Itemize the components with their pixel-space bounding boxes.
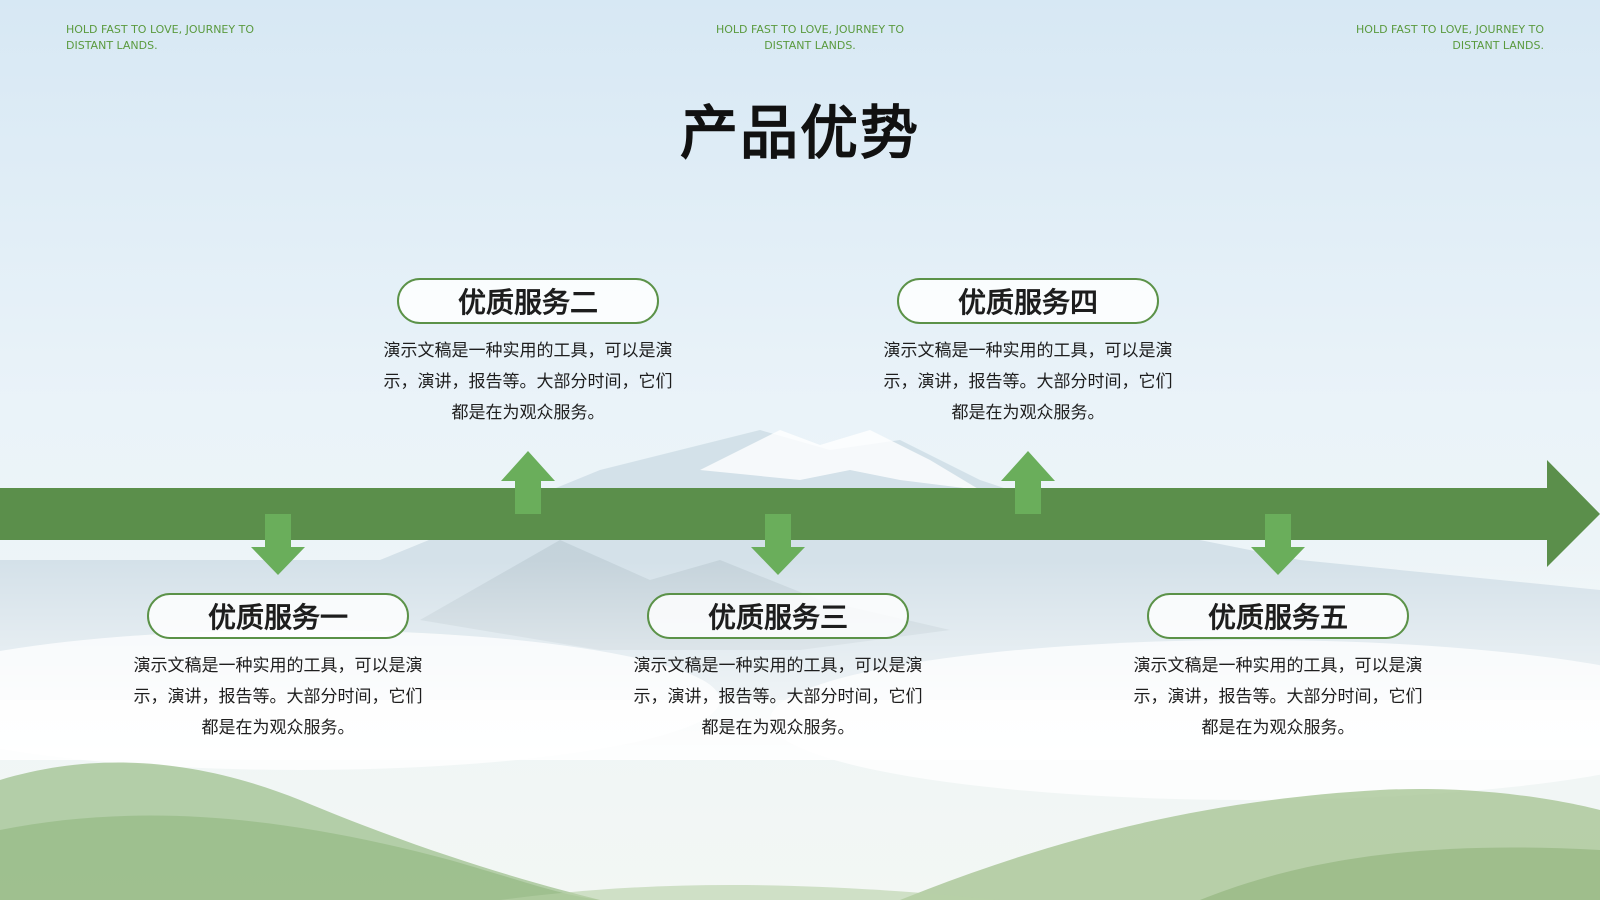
- service-desc-5: 演示文稿是一种实用的工具，可以是演示，演讲，报告等。大部分时间，它们都是在为观众…: [1133, 656, 1423, 738]
- connector-arrow-4: [1001, 451, 1055, 514]
- service-card-3: 优质服务三 演示文稿是一种实用的工具，可以是演示，演讲，报告等。大部分时间，它们…: [628, 593, 928, 744]
- connector-arrow-2: [501, 451, 555, 514]
- main-timeline-arrow: [0, 460, 1600, 567]
- connector-arrow-1: [251, 514, 305, 575]
- service-card-2: 优质服务二 演示文稿是一种实用的工具，可以是演示，演讲，报告等。大部分时间，它们…: [378, 278, 678, 429]
- connector-arrow-3: [751, 514, 805, 575]
- page-title: 产品优势: [679, 99, 920, 167]
- connector-arrow-5: [1251, 514, 1305, 575]
- service-desc-4: 演示文稿是一种实用的工具，可以是演示，演讲，报告等。大部分时间，它们都是在为观众…: [883, 341, 1173, 423]
- service-title-4: 优质服务四: [897, 278, 1159, 324]
- tagline-right: HOLD FAST TO LOVE, JOURNEY TO DISTANT LA…: [1356, 23, 1544, 52]
- service-card-1: 优质服务一 演示文稿是一种实用的工具，可以是演示，演讲，报告等。大部分时间，它们…: [128, 593, 428, 744]
- tagline-center: HOLD FAST TO LOVE, JOURNEY TO DISTANT LA…: [716, 23, 904, 52]
- service-desc-3: 演示文稿是一种实用的工具，可以是演示，演讲，报告等。大部分时间，它们都是在为观众…: [633, 656, 923, 738]
- service-title-2: 优质服务二: [397, 278, 659, 324]
- service-title-1: 优质服务一: [147, 593, 409, 639]
- service-title-5: 优质服务五: [1147, 593, 1409, 639]
- tagline-left: HOLD FAST TO LOVE, JOURNEY TO DISTANT LA…: [66, 23, 254, 52]
- service-card-4: 优质服务四 演示文稿是一种实用的工具，可以是演示，演讲，报告等。大部分时间，它们…: [878, 278, 1178, 429]
- service-title-3: 优质服务三: [647, 593, 909, 639]
- service-desc-2: 演示文稿是一种实用的工具，可以是演示，演讲，报告等。大部分时间，它们都是在为观众…: [383, 341, 673, 423]
- service-card-5: 优质服务五 演示文稿是一种实用的工具，可以是演示，演讲，报告等。大部分时间，它们…: [1128, 593, 1428, 744]
- service-desc-1: 演示文稿是一种实用的工具，可以是演示，演讲，报告等。大部分时间，它们都是在为观众…: [133, 656, 423, 738]
